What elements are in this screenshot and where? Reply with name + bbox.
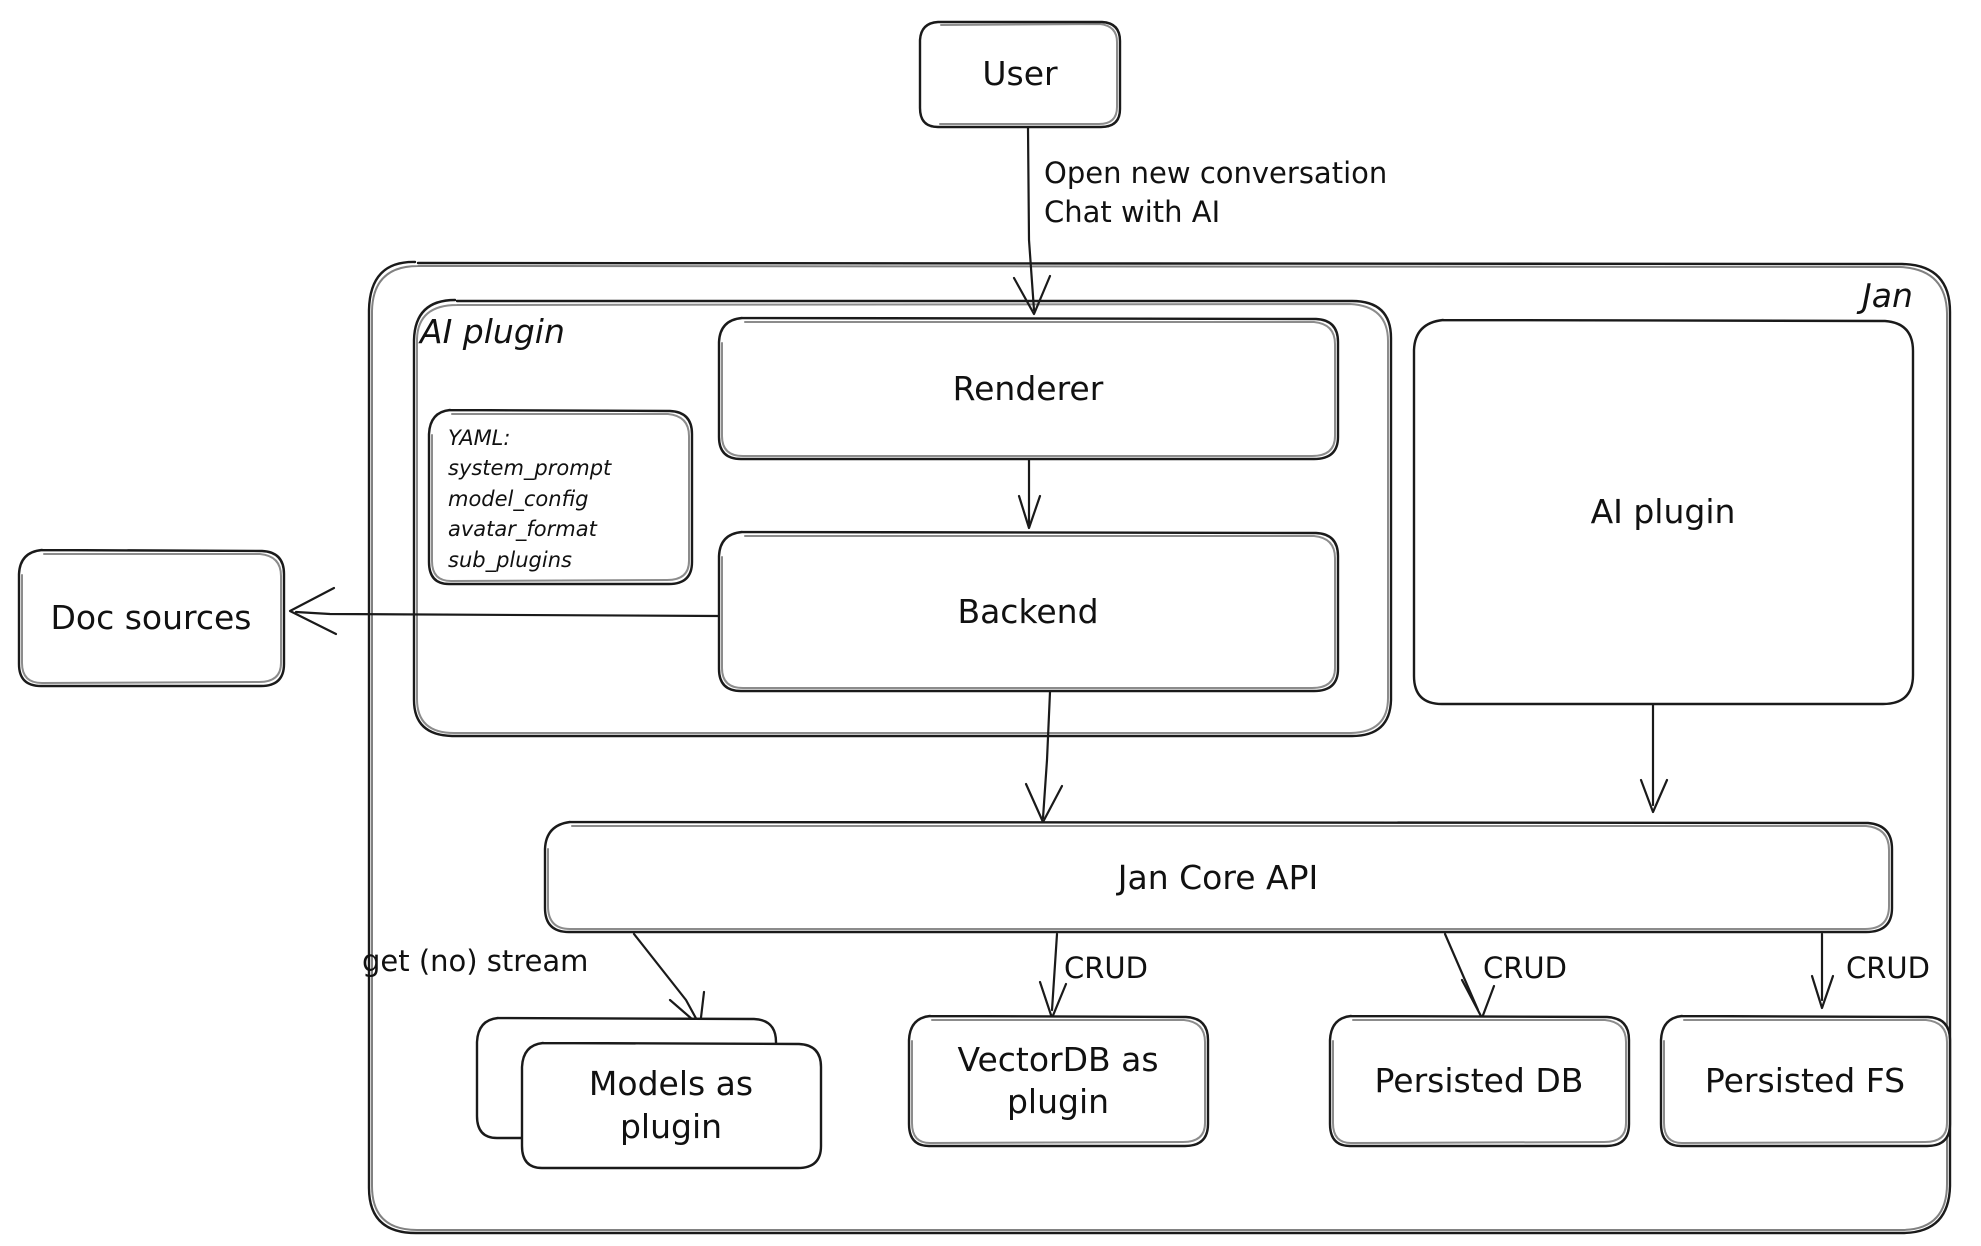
node-label-ai-plugin-right: AI plugin [1590,492,1736,532]
node-user[interactable] [918,20,1122,129]
edge-user-to-renderer [1012,126,1052,316]
edge-label-crud-persisted-db: CRUD [1483,951,1567,985]
node-persisted-fs[interactable] [1659,1014,1952,1148]
edge-label-crud-persisted-fs: CRUD [1846,951,1930,985]
node-label-renderer: Renderer [952,368,1104,408]
node-persisted-db[interactable] [1328,1014,1631,1148]
node-backend[interactable] [717,530,1340,693]
edge-label-crud-vectordb: CRUD [1064,951,1148,985]
node-doc-sources[interactable] [17,548,286,688]
node-jan-core-api[interactable] [543,820,1894,934]
yaml-key-model-config: model_config [448,486,589,511]
edge-label-user-to-renderer: Open new conversation Chat with AI [1044,154,1387,232]
node-label-vectordb-as-plugin: VectorDB as plugin [957,1039,1159,1121]
edge-label-line-open-new-conversation: Open new conversation [1044,156,1388,190]
container-title-ai-plugin-group: AI plugin [420,312,565,351]
container-ai-plugin-group [412,298,1393,738]
edge-label-get-no-stream: get (no) stream [362,944,589,978]
node-vectordb-as-plugin[interactable] [907,1014,1210,1148]
container-jan [367,260,1952,1235]
node-label-persisted-db: Persisted DB [1374,1060,1584,1100]
edge-api-to-models [632,932,706,1028]
edge-ai-plugin-right-to-jan-core-api [1639,703,1669,814]
node-yaml-card[interactable] [427,408,694,586]
edge-api-to-vectordb [1038,932,1068,1020]
node-models-as-plugin[interactable] [475,1016,823,1170]
yaml-heading: YAML: [448,426,511,450]
edge-api-to-persisted-fs [1810,932,1835,1010]
node-label-user: User [982,54,1058,94]
edge-backend-to-doc-sources [288,586,720,636]
edge-label-line-chat-with-ai: Chat with AI [1044,195,1221,230]
container-title-jan: Jan [1862,276,1913,315]
yaml-key-system-prompt: system_prompt [448,456,612,481]
edge-backend-to-jan-core-api [1024,690,1064,824]
node-label-models-as-plugin: Models as plugin [588,1064,754,1146]
yaml-key-sub-plugins: sub_plugins [448,547,572,572]
yaml-key-avatar-format: avatar_format [448,517,597,542]
node-ai-plugin-right[interactable] [1412,318,1915,706]
node-label-backend: Backend [957,591,1099,631]
node-label-persisted-fs: Persisted FS [1704,1060,1906,1100]
yaml-card-content: YAML: system_prompt model_config avatar_… [448,423,611,575]
edge-renderer-to-backend [1017,458,1042,530]
node-label-doc-sources: Doc sources [50,598,252,638]
node-renderer[interactable] [717,316,1340,461]
node-label-jan-core-api: Jan Core API [1117,857,1319,897]
